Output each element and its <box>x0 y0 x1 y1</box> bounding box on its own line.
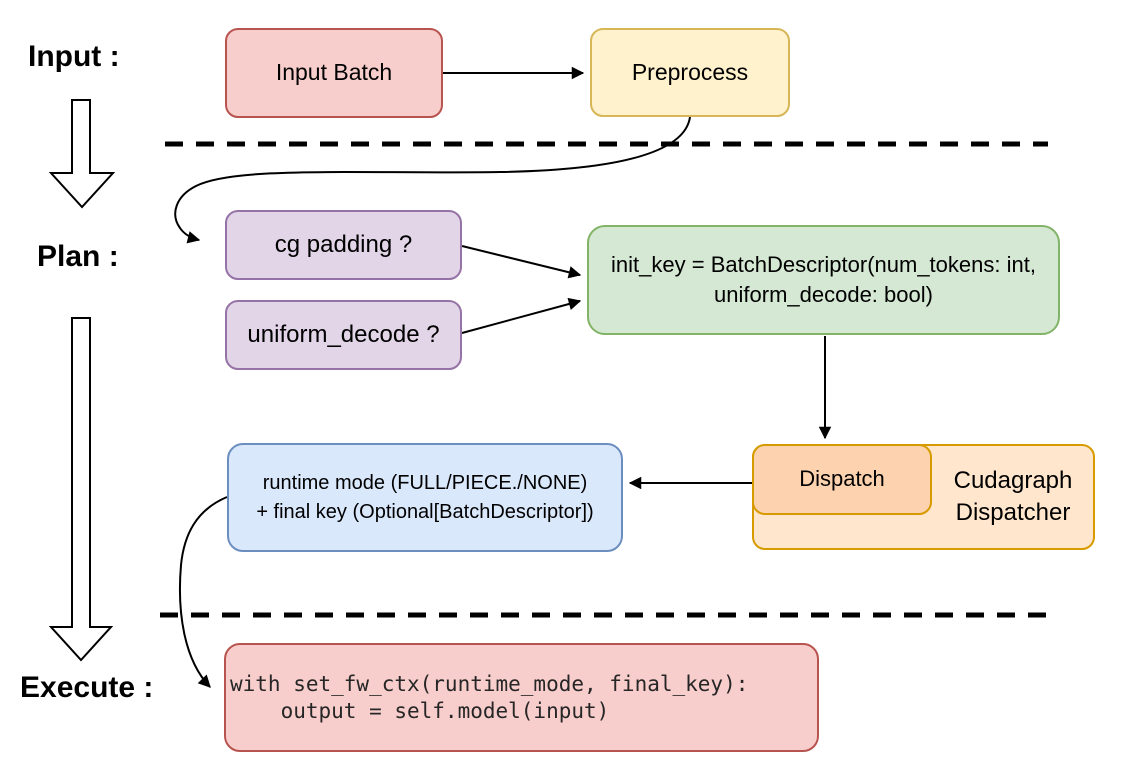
arrow-uniform-decode-to-init-key <box>461 297 582 334</box>
node-cg-padding: cg padding ? <box>225 210 462 280</box>
node-cudagraph-dispatcher-label: Cudagraph Dispatcher <box>953 467 1073 526</box>
node-cg-padding-label: cg padding ? <box>274 231 413 259</box>
input-to-plan-arrow-icon <box>48 99 116 209</box>
node-dispatch-label: Dispatch <box>799 466 885 492</box>
arrow-cg-padding-to-init-key <box>461 245 582 279</box>
node-runtime-mode-key: runtime mode (FULL/PIECE./NONE) + final … <box>227 443 623 552</box>
node-runtime-mode-line1: runtime mode (FULL/PIECE./NONE) <box>262 471 588 494</box>
node-uniform-decode-label: uniform_decode ? <box>247 321 440 349</box>
node-uniform-decode: uniform_decode ? <box>225 300 462 370</box>
node-input-batch-label: Input Batch <box>275 59 393 86</box>
node-init-key-line1: init_key = BatchDescriptor(num_tokens: i… <box>611 252 1036 278</box>
node-input-batch: Input Batch <box>225 28 443 118</box>
node-preprocess: Preprocess <box>590 28 790 117</box>
stage-label-execute: Execute : <box>20 671 154 704</box>
node-execute-code-line1: with set_fw_ctx(runtime_mode, final_key)… <box>230 672 749 697</box>
node-execute-code: with set_fw_ctx(runtime_mode, final_key)… <box>224 643 819 752</box>
node-runtime-mode-line2: + final key (Optional[BatchDescriptor]) <box>256 500 594 523</box>
node-preprocess-label: Preprocess <box>631 58 749 85</box>
node-dispatch: Dispatch <box>752 444 932 515</box>
arrow-preprocess-to-plan-curve <box>174 116 691 244</box>
node-execute-code-line2: output = self.model(input) <box>230 698 610 723</box>
plan-to-execute-arrow-icon <box>48 317 114 662</box>
stage-label-plan: Plan : <box>37 240 119 273</box>
node-init-key-line2: uniform_decode: bool) <box>714 282 933 307</box>
node-init-key: init_key = BatchDescriptor(num_tokens: i… <box>587 225 1060 335</box>
stage-label-input: Input : <box>28 40 120 73</box>
arrow-runtime-mode-to-execute-curve <box>178 496 228 688</box>
